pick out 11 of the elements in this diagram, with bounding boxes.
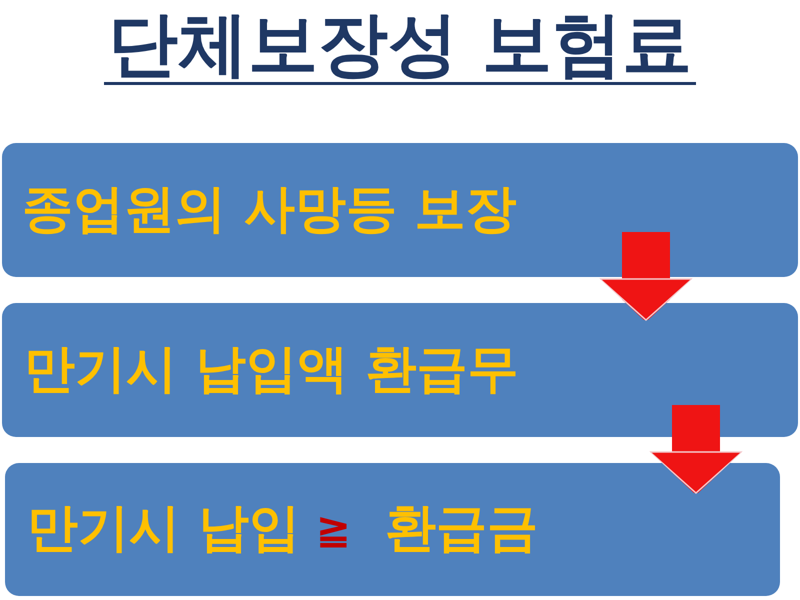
down-arrow xyxy=(599,232,693,321)
greater-equal-sign: ≧ xyxy=(316,505,351,554)
process-box xyxy=(2,303,798,437)
box-text: 만기시 납입액 환급무 xyxy=(24,340,519,400)
process-box xyxy=(2,143,798,277)
box-text: 환급금 xyxy=(384,500,538,559)
box-text: 종업원의 사망등 보장 xyxy=(22,180,517,240)
process-box xyxy=(5,463,780,596)
title: 단체보장성 보험료 xyxy=(104,6,696,85)
down-arrow xyxy=(649,405,743,494)
box-text: 만기시 납입 xyxy=(27,500,300,559)
